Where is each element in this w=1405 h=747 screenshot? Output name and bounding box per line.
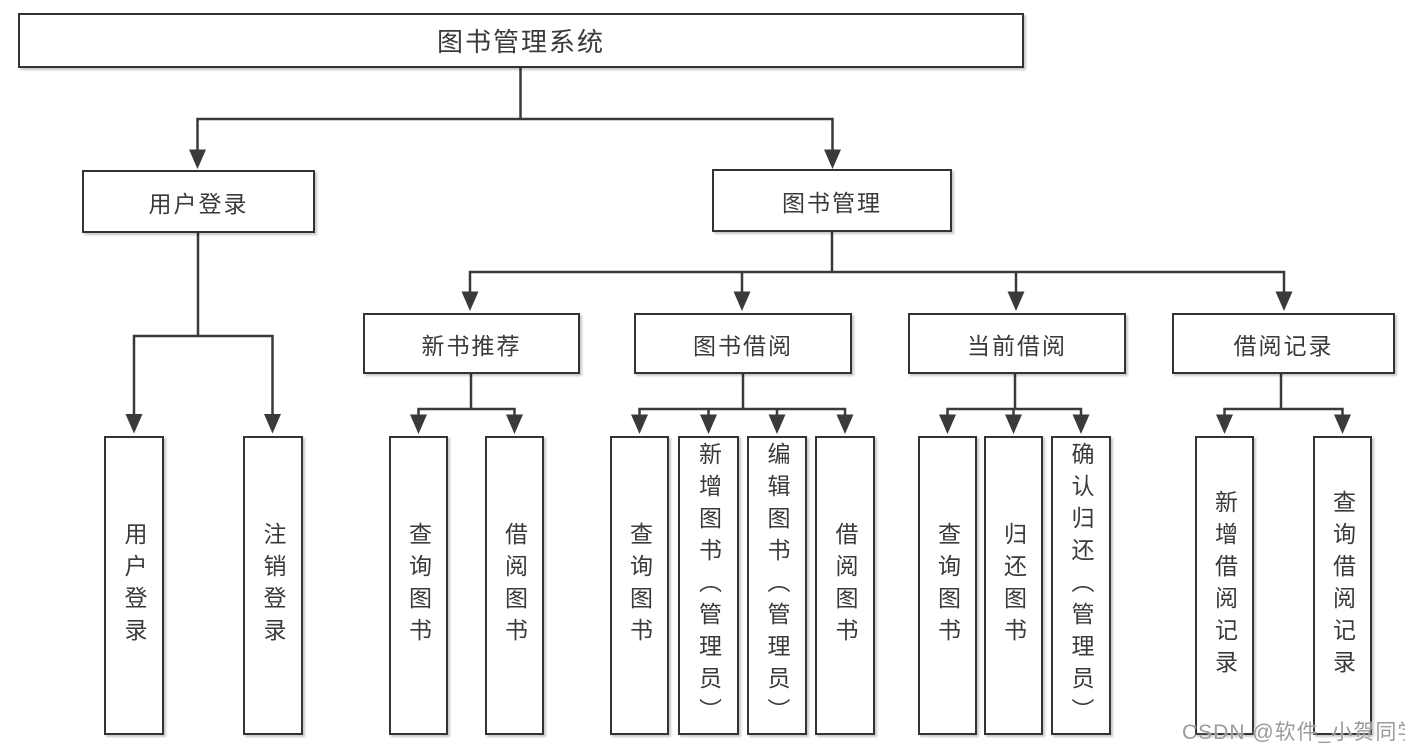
- leaf-search-books-recommend: 查询图书: [389, 436, 448, 735]
- leaf-logout: 注销登录: [243, 436, 303, 735]
- leaf-search-books-borrowing: 查询图书: [610, 436, 669, 735]
- leaf-search-books-current: 查询图书: [918, 436, 977, 735]
- leaf-borrow-books-recommend: 借阅图书: [485, 436, 544, 735]
- node-borrowing-records: 借阅记录: [1172, 313, 1395, 374]
- leaf-borrow-books: 借阅图书: [815, 436, 875, 735]
- node-current-borrowing: 当前借阅: [908, 313, 1126, 374]
- node-book-borrowing: 图书借阅: [634, 313, 852, 374]
- leaf-return-books: 归还图书: [984, 436, 1043, 735]
- node-new-book-recommendation: 新书推荐: [363, 313, 580, 374]
- node-user-login: 用户登录: [82, 170, 315, 233]
- watermark: CSDN @软件_小贺同学: [1182, 721, 1405, 744]
- leaf-edit-books-admin: 编辑图书（管理员）: [747, 436, 807, 735]
- leaf-add-books-admin: 新增图书（管理员）: [678, 436, 739, 735]
- leaf-add-borrow-record: 新增借阅记录: [1195, 436, 1254, 735]
- leaf-confirm-return-admin: 确认归还（管理员）: [1051, 436, 1111, 735]
- leaf-user-login: 用户登录: [104, 436, 164, 735]
- leaf-search-borrow-record: 查询借阅记录: [1313, 436, 1372, 735]
- node-library-management-system: 图书管理系统: [18, 13, 1024, 68]
- node-book-management: 图书管理: [712, 169, 952, 232]
